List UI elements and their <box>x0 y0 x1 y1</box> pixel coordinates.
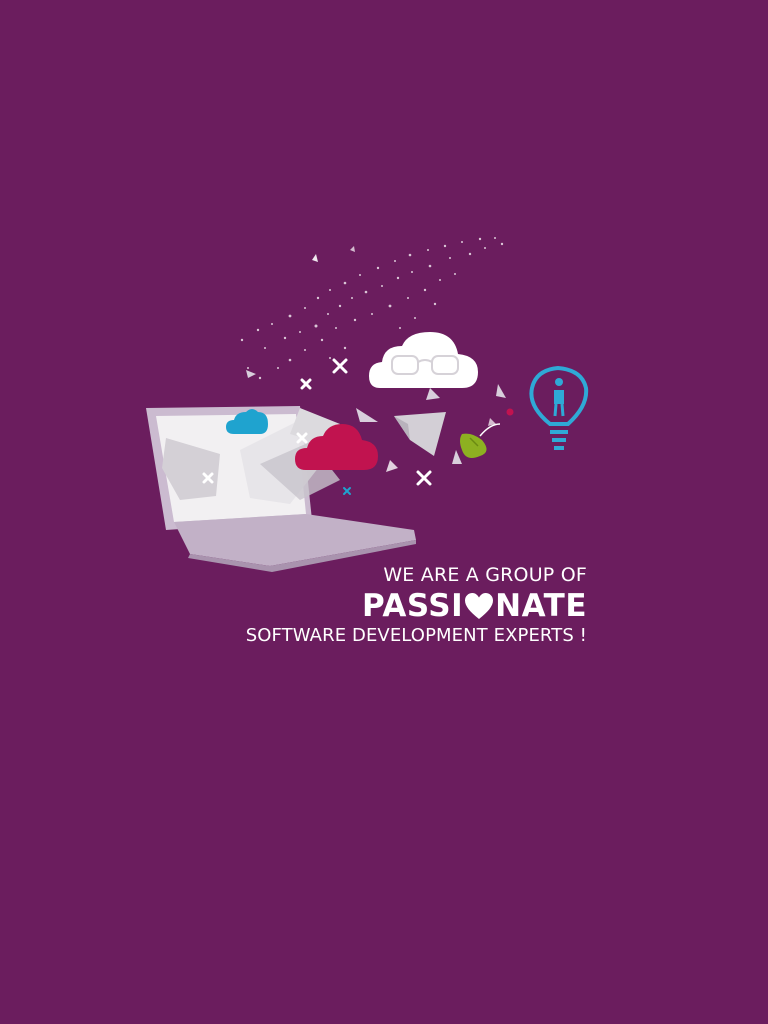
cloud-icon <box>295 424 378 470</box>
heart-icon <box>465 593 494 619</box>
dot-accent <box>506 408 514 416</box>
tagline-word-end: NATE <box>495 588 587 624</box>
particle-spray <box>240 237 504 380</box>
tagline-line-1: WE ARE A GROUP OF <box>383 564 587 586</box>
cloud-glasses-icon <box>369 332 478 388</box>
tagline: WE ARE A GROUP OF PASSI NATE SOFTWARE DE… <box>187 563 587 647</box>
tagline-line-3: SOFTWARE DEVELOPMENT EXPERTS ! <box>245 625 587 646</box>
laptop-icon <box>146 406 416 572</box>
paper-plane-icon <box>394 412 446 456</box>
lightbulb-person-icon <box>529 365 589 450</box>
cloud-icon <box>226 409 268 434</box>
x-marks <box>202 358 432 486</box>
glass-shards <box>246 246 506 472</box>
tagline-line-2: PASSI NATE <box>362 587 587 625</box>
hero-illustration <box>146 237 589 572</box>
mouse-icon <box>460 423 501 458</box>
x-mark-blue <box>343 487 351 495</box>
tagline-word-start: PASSI <box>361 588 464 624</box>
